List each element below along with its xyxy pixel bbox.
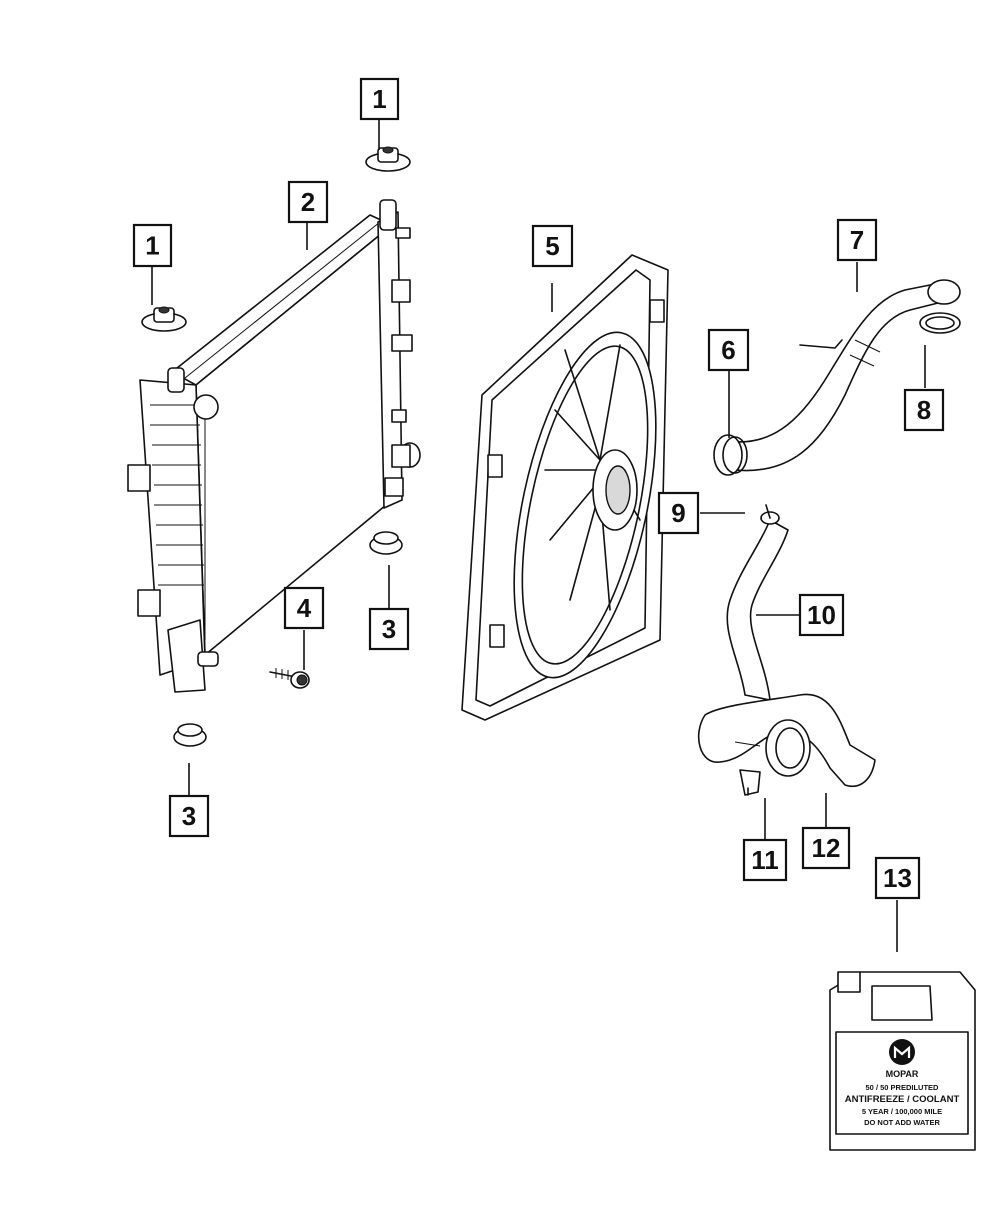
callout-1-top: 1 <box>359 77 400 121</box>
leader-lines <box>151 120 926 952</box>
svg-text:13: 13 <box>883 863 912 893</box>
jug-brand: MOPAR <box>886 1069 919 1079</box>
svg-text:8: 8 <box>917 395 931 425</box>
radiator-ribs <box>150 404 204 586</box>
svg-text:11: 11 <box>751 845 779 875</box>
svg-text:7: 7 <box>850 225 864 255</box>
callout-4: 4 <box>283 586 325 630</box>
svg-text:5: 5 <box>545 231 559 261</box>
svg-text:1: 1 <box>145 231 159 261</box>
fan-shroud-assembly <box>461 254 669 721</box>
jug-line-2: ANTIFREEZE / COOLANT <box>845 1094 960 1105</box>
mopar-logo <box>889 1039 915 1065</box>
lower-isolator-left <box>173 723 207 747</box>
svg-text:10: 10 <box>807 600 836 630</box>
upper-isolator-left <box>141 306 187 332</box>
svg-text:4: 4 <box>297 593 312 623</box>
hose-clamp-lower-6 <box>713 434 748 476</box>
callout-10: 10 <box>798 593 845 637</box>
radiator <box>127 199 421 693</box>
upper-radiator-hose <box>721 281 951 472</box>
lower-radiator-hose <box>697 519 876 787</box>
callout-1-left: 1 <box>132 223 173 268</box>
hose-clamp-11 <box>739 769 761 796</box>
svg-text:1: 1 <box>372 84 386 114</box>
svg-text:12: 12 <box>812 833 841 863</box>
jug-line-3: 5 YEAR / 100,000 MILE <box>862 1107 942 1116</box>
jug-line-1: 50 / 50 PREDILUTED <box>866 1083 940 1092</box>
callout-13: 13 <box>874 856 921 900</box>
callout-8: 8 <box>903 388 945 432</box>
callout-6: 6 <box>707 328 750 372</box>
callout-11: 11 <box>742 838 788 882</box>
callout-3-left: 3 <box>168 794 210 838</box>
callout-3-right: 3 <box>368 607 410 651</box>
jug-line-4: DO NOT ADD WATER <box>864 1118 940 1127</box>
hose-clamp-upper-8 <box>919 279 961 334</box>
callout-9: 9 <box>657 491 700 535</box>
upper-isolator-right <box>365 146 411 172</box>
hose-clamp-9 <box>760 504 780 525</box>
svg-text:9: 9 <box>671 498 685 528</box>
callout-12: 12 <box>801 826 851 870</box>
coolant-jug: MOPAR 50 / 50 PREDILUTED ANTIFREEZE / CO… <box>829 971 976 1151</box>
callout-2: 2 <box>287 180 329 224</box>
callout-5: 5 <box>531 224 574 268</box>
svg-text:3: 3 <box>182 801 196 831</box>
svg-text:2: 2 <box>301 187 315 217</box>
lower-isolator-right <box>369 531 403 555</box>
svg-text:3: 3 <box>382 614 396 644</box>
callout-7: 7 <box>836 218 878 262</box>
svg-text:6: 6 <box>721 335 735 365</box>
drain-cock <box>269 668 310 689</box>
